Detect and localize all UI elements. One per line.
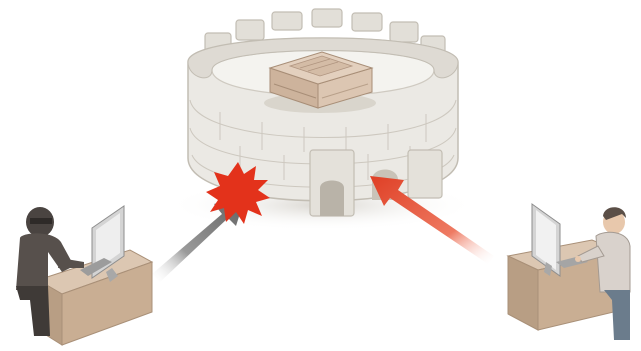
fortress-wall	[167, 9, 477, 231]
attacker	[16, 206, 152, 345]
user	[508, 204, 630, 340]
